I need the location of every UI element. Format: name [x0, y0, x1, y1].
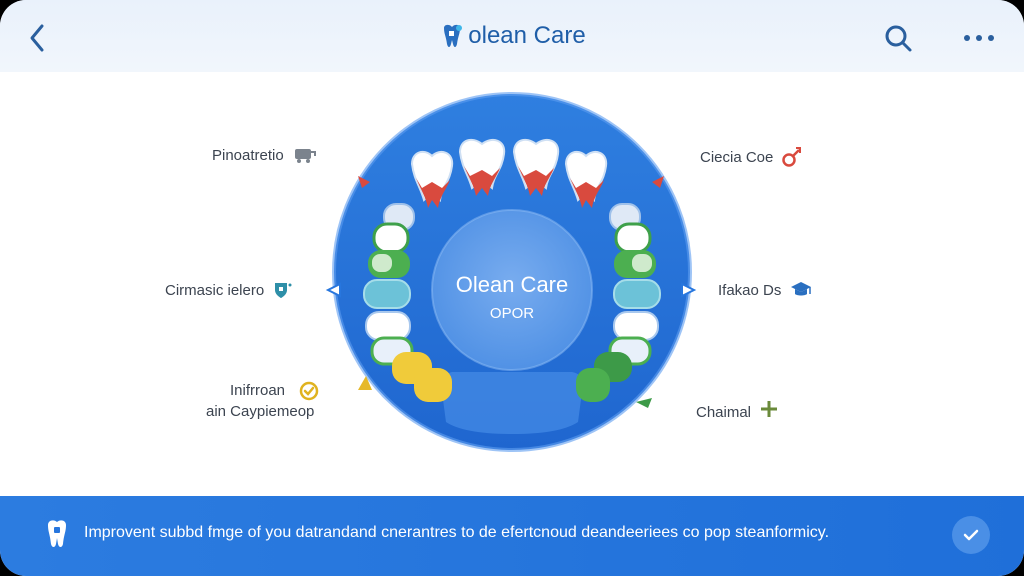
banner-text: Improvent subbd fmge of you datrandand c… — [84, 524, 830, 541]
info-banner: Improvent subbd fmge of you datrandand c… — [0, 496, 1024, 576]
label-left-mid-text: Cirmasic ielero — [165, 281, 265, 299]
tooth-left-4[interactable] — [363, 279, 411, 309]
search-button[interactable] — [882, 22, 914, 54]
search-icon — [885, 25, 912, 52]
pointer-left-bottom — [358, 376, 372, 390]
pointer-left-top — [358, 176, 370, 188]
wheel-center[interactable] — [432, 210, 592, 370]
plus-icon — [761, 400, 778, 417]
tooth-top-2[interactable] — [458, 138, 506, 196]
tooth-left-2[interactable] — [372, 222, 410, 254]
tooth-right-5[interactable] — [613, 311, 659, 341]
gender-icon — [782, 147, 802, 167]
label-left-mid[interactable]: Cirmasic ielero — [165, 280, 292, 300]
label-right-bottom[interactable]: Chaimal — [696, 400, 779, 421]
tooth-right-4[interactable] — [613, 279, 661, 309]
header: olean Care — [0, 0, 1024, 72]
wheel-center-title: Olean Care — [456, 272, 569, 297]
wheel-center-subtitle: OPOR — [490, 305, 534, 322]
pointer-right-top — [652, 176, 664, 188]
graduation-cap-icon — [791, 282, 812, 296]
label-left-bottom-line1: Inifrroan — [230, 382, 286, 399]
shield-icon — [275, 283, 292, 298]
content-card: Olean Care OPOR Pinoatretio Cirmasic iel… — [0, 72, 1024, 496]
more-horizontal-icon — [964, 35, 994, 41]
tooth-top-3[interactable] — [512, 138, 560, 196]
check-circle-icon — [300, 381, 319, 401]
checkmark-icon — [963, 529, 979, 541]
tooth-top-4[interactable] — [564, 150, 608, 208]
label-right-bottom-text: Chaimal — [696, 404, 752, 421]
tooth-right-8[interactable] — [576, 368, 610, 402]
pointer-right-mid — [681, 282, 697, 298]
label-left-top-text: Pinoatretio — [212, 146, 284, 164]
label-right-mid[interactable]: Ifakao Ds — [718, 280, 813, 300]
back-button[interactable] — [22, 20, 52, 56]
label-right-top[interactable]: Ciecia Coe — [700, 146, 803, 168]
wheel-bottom-segment[interactable] — [441, 372, 583, 434]
label-left-bottom[interactable]: Inifrroan ain Caypiemeop — [206, 381, 320, 420]
app-brand: olean Care — [0, 22, 1024, 55]
tooth-right-2[interactable] — [614, 222, 652, 254]
app-title: olean Care — [468, 22, 586, 49]
pointer-right-bottom — [636, 398, 652, 408]
tooth-logo-icon — [444, 24, 463, 47]
tooth-top-1[interactable] — [410, 150, 454, 208]
label-right-mid-text: Ifakao Ds — [718, 281, 782, 299]
cart-icon — [294, 149, 316, 163]
tooth-left-5[interactable] — [365, 311, 411, 341]
tooth-left-8[interactable] — [414, 368, 452, 402]
dental-wheel: Olean Care OPOR — [325, 92, 697, 452]
label-right-top-text: Ciecia Coe — [700, 148, 774, 166]
tooth-icon — [48, 520, 66, 547]
pointer-left-mid — [325, 282, 341, 298]
teeth-left-column — [363, 203, 452, 402]
chevron-left-icon — [30, 24, 44, 52]
more-options-button[interactable] — [958, 24, 1002, 52]
confirm-button[interactable] — [952, 516, 990, 554]
label-left-top[interactable]: Pinoatretio — [212, 146, 316, 164]
label-left-bottom-line2: ain Caypiemeop — [206, 403, 315, 420]
teeth-right-column — [576, 203, 661, 402]
